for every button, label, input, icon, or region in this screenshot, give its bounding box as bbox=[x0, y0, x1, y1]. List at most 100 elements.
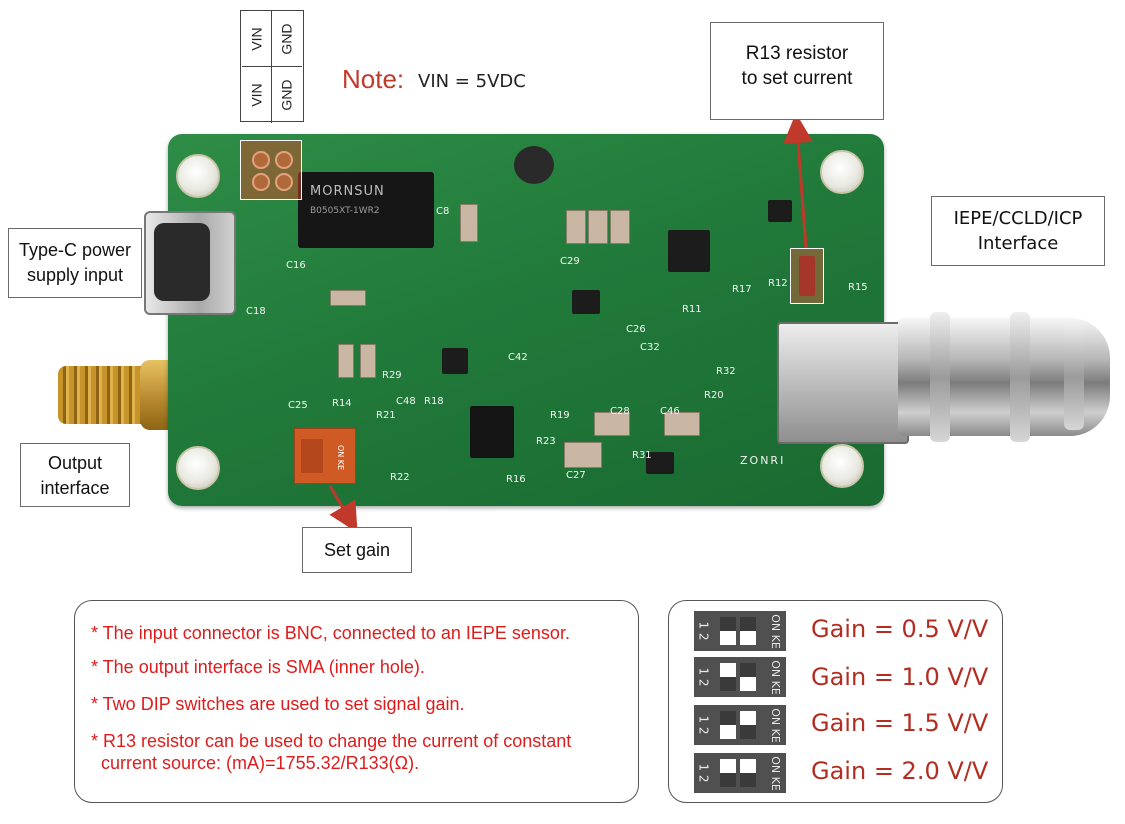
op-amp bbox=[470, 406, 514, 458]
gain-callout-text: Set gain bbox=[323, 540, 391, 560]
usb-c-port bbox=[154, 223, 210, 301]
pinout-table: VIN GND VIN GND bbox=[240, 10, 304, 123]
silk-label: C26 bbox=[626, 324, 646, 335]
capacitor bbox=[460, 204, 478, 242]
zonri-logo: ZONRI bbox=[740, 454, 786, 467]
silk-label: R19 bbox=[550, 410, 570, 421]
silk-label: R17 bbox=[732, 284, 752, 295]
dip-switch-icon: 1 2 ON KE bbox=[694, 657, 786, 697]
dip-switch-slider bbox=[301, 439, 323, 473]
dip-switch-icon: 1 2 ON KE bbox=[694, 753, 786, 793]
info-line: * The output interface is SMA (inner hol… bbox=[91, 657, 425, 677]
silk-label: R14 bbox=[332, 398, 352, 409]
silk-label: C29 bbox=[560, 256, 580, 267]
info-line: * The input connector is BNC, connected … bbox=[91, 623, 570, 643]
typec-callout-line: supply input bbox=[26, 265, 124, 285]
silk-label: C8 bbox=[436, 206, 450, 217]
info-line: * R13 resistor can be used to change the… bbox=[91, 731, 572, 751]
silk-label: R22 bbox=[390, 472, 410, 483]
output-callout: Output interface bbox=[20, 443, 130, 507]
silk-label: C32 bbox=[640, 342, 660, 353]
capacitor bbox=[330, 290, 366, 306]
dip-switch-icon: 1 2 ON KE bbox=[694, 611, 786, 651]
gain-value: Gain = 0.5 V/V bbox=[811, 615, 989, 643]
bnc-ring bbox=[1064, 324, 1084, 430]
silk-label: R20 bbox=[704, 390, 724, 401]
info-line: current source: (mA)=1755.32/R133(Ω). bbox=[101, 753, 420, 773]
silk-label: R16 bbox=[506, 474, 526, 485]
module-brand: MORNSUN bbox=[310, 184, 385, 199]
silk-label: R31 bbox=[632, 450, 652, 461]
note-label: Note: bbox=[342, 64, 405, 94]
silk-label: R18 bbox=[424, 396, 444, 407]
silk-label: C48 bbox=[396, 396, 416, 407]
inductor bbox=[514, 146, 554, 184]
silk-label: C25 bbox=[288, 400, 308, 411]
silk-label: C46 bbox=[660, 406, 680, 417]
mount-hole bbox=[176, 446, 220, 490]
transistor bbox=[572, 290, 600, 314]
power-pin bbox=[275, 151, 293, 169]
gain-value: Gain = 1.5 V/V bbox=[811, 709, 989, 737]
pinout-cell: VIN bbox=[242, 11, 272, 67]
silk-label: R32 bbox=[716, 366, 736, 377]
mount-hole bbox=[176, 154, 220, 198]
info-line: * Two DIP switches are used to set signa… bbox=[91, 694, 465, 714]
capacitor bbox=[664, 412, 700, 436]
pinout-cell: GND bbox=[279, 79, 295, 111]
transistor bbox=[442, 348, 468, 374]
silk-label: C27 bbox=[566, 470, 586, 481]
capacitor bbox=[564, 442, 602, 468]
silk-label: R21 bbox=[376, 410, 396, 421]
module-model: B0505XT-1WR2 bbox=[310, 206, 380, 216]
silk-label: C28 bbox=[610, 406, 630, 417]
gain-value: Gain = 2.0 V/V bbox=[811, 757, 989, 785]
r13-callout: R13 resistor to set current bbox=[710, 22, 884, 120]
iepe-callout-line: Interface bbox=[977, 233, 1059, 254]
gain-callout: Set gain bbox=[302, 527, 412, 573]
pinout-cell: VIN bbox=[242, 67, 272, 123]
gain-value: Gain = 1.0 V/V bbox=[811, 663, 989, 691]
silk-label: R11 bbox=[682, 304, 702, 315]
power-pin bbox=[275, 173, 293, 191]
silk-label: R29 bbox=[382, 370, 402, 381]
capacitor bbox=[360, 344, 376, 378]
capacitor bbox=[566, 210, 586, 244]
mount-hole bbox=[820, 150, 864, 194]
silk-label: R12 bbox=[768, 278, 788, 289]
silk-label: C16 bbox=[286, 260, 306, 271]
silk-label: R23 bbox=[536, 436, 556, 447]
silk-label: C42 bbox=[508, 352, 528, 363]
iepe-callout-line: IEPE/CCLD/ICP bbox=[953, 208, 1083, 229]
capacitor bbox=[610, 210, 630, 244]
dcdc-module: MORNSUN B0505XT-1WR2 bbox=[298, 172, 434, 248]
r13-callout-line: R13 resistor bbox=[745, 43, 849, 64]
r13-resistor bbox=[799, 256, 815, 296]
silk-label: R15 bbox=[848, 282, 868, 293]
bnc-ring bbox=[1010, 312, 1030, 442]
note-text: VIN = 5VDC bbox=[418, 71, 526, 92]
power-pins-highlight bbox=[240, 140, 302, 200]
output-callout-line: Output bbox=[47, 453, 103, 473]
power-pin bbox=[252, 173, 270, 191]
dip-switch-icon: 1 2 ON KE bbox=[694, 705, 786, 745]
dip-on-label: ON KE bbox=[336, 444, 346, 470]
info-box: * The input connector is BNC, connected … bbox=[74, 600, 639, 803]
power-pin bbox=[252, 151, 270, 169]
bnc-ring bbox=[930, 312, 950, 442]
capacitor bbox=[594, 412, 630, 436]
capacitor bbox=[338, 344, 354, 378]
r13-callout-line: to set current bbox=[741, 68, 853, 89]
typec-callout: Type-C power supply input bbox=[8, 228, 142, 298]
gain-table: 1 2 ON KE Gain = 0.5 V/V 1 2 ON KE Gain … bbox=[668, 600, 1003, 803]
dip-switch-board: ON KE bbox=[294, 428, 356, 484]
bnc-connector-body bbox=[777, 322, 909, 444]
pinout-cell: GND bbox=[272, 11, 302, 67]
output-callout-line: interface bbox=[40, 478, 110, 498]
iepe-callout: IEPE/CCLD/ICP Interface bbox=[931, 196, 1105, 266]
typec-callout-line: Type-C power bbox=[18, 240, 132, 260]
ic-chip bbox=[668, 230, 710, 272]
usb-c-connector bbox=[144, 211, 236, 315]
transistor bbox=[768, 200, 792, 222]
silk-label: C18 bbox=[246, 306, 266, 317]
